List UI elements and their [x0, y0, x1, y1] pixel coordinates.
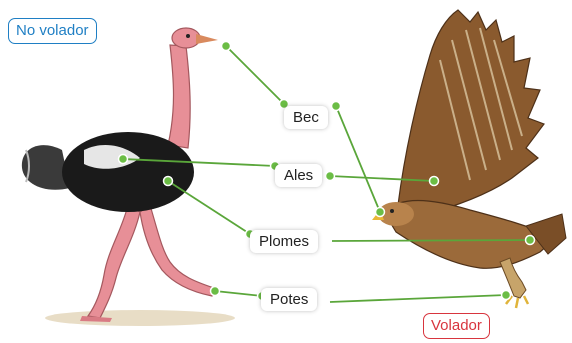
- flying-tag: Volador: [423, 313, 490, 339]
- dot-eagle-wing: [430, 177, 439, 186]
- ostrich-neck: [168, 45, 190, 148]
- label-beak: Bec: [284, 106, 328, 129]
- ostrich-beak: [196, 34, 218, 44]
- dot-ostrich-feathers: [164, 177, 173, 186]
- label-wings: Ales: [275, 164, 322, 187]
- label-feathers: Plomes: [250, 230, 318, 253]
- eagle-eye: [390, 209, 394, 213]
- connector-eagle-feathers: [332, 240, 530, 241]
- connector-eagle-legs: [330, 295, 506, 302]
- ostrich-back-leg: [88, 205, 140, 318]
- dot-eagle-feathers: [526, 236, 535, 245]
- dot-ostrich-wing: [119, 155, 128, 164]
- eagle-illustration: [372, 10, 566, 308]
- connector-ostrich-legs: [215, 291, 262, 296]
- dot-bec-right: [332, 102, 341, 111]
- non-flying-tag: No volador: [8, 18, 97, 44]
- dot-ostrich-beak: [222, 42, 231, 51]
- ostrich-illustration: [22, 28, 235, 326]
- dot-eagle-beak: [376, 208, 385, 217]
- dot-eagle-legs: [502, 291, 511, 300]
- ostrich-head: [172, 28, 200, 48]
- ostrich-eye: [186, 34, 190, 38]
- ostrich-body: [62, 132, 194, 212]
- ostrich-front-leg: [140, 205, 214, 296]
- connector-ostrich-beak: [226, 46, 284, 104]
- label-legs: Potes: [261, 288, 317, 311]
- dot-ostrich-legs: [211, 287, 220, 296]
- dot-ales-right: [326, 172, 335, 181]
- connector-eagle-beak: [336, 106, 380, 212]
- connector-ostrich-feathers: [168, 181, 250, 234]
- ostrich-ground-shadow: [45, 310, 235, 326]
